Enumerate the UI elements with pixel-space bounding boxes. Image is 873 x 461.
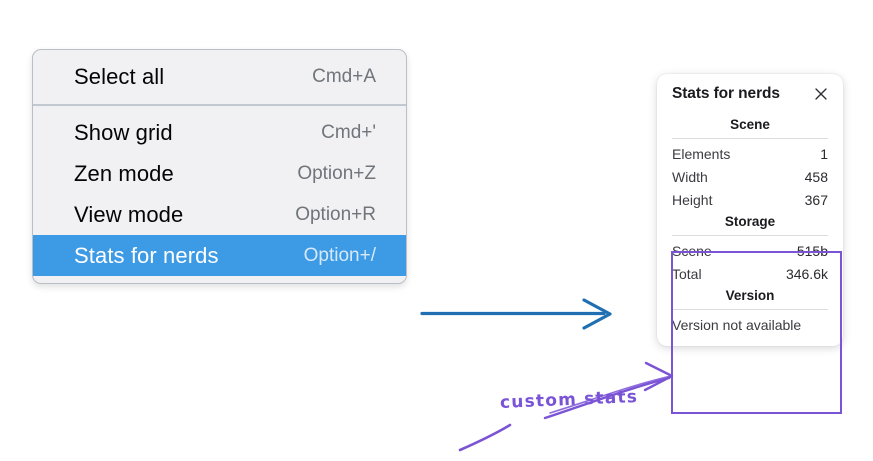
stat-label: Scene [672,242,712,259]
stat-label: Height [672,191,713,208]
panel-title: Stats for nerds [672,85,780,102]
group-title-scene: Scene [730,117,770,132]
group-divider [672,309,828,310]
stat-row: Scene 515b [672,239,828,262]
menu-item-shortcut: Option+R [295,203,376,225]
menu-item-label: Select all [74,63,165,89]
stat-label: Elements [672,145,731,162]
menu-item-stats-for-nerds[interactable]: Stats for nerds Option+/ [33,235,406,276]
context-menu-section: Show grid Cmd+' Zen mode Option+Z View m… [33,104,406,283]
stat-row: Width 458 [672,165,828,188]
menu-item-shortcut: Option+/ [303,244,376,266]
group-title-storage: Storage [724,214,776,229]
group-divider [672,235,828,236]
context-menu: Select all Cmd+A Show grid Cmd+' Zen mod… [32,49,407,284]
menu-item-view-mode[interactable]: View mode Option+R [33,194,406,235]
menu-item-shortcut: Cmd+A [312,65,376,87]
menu-item-shortcut: Cmd+' [321,121,376,143]
stat-row: Height 367 [672,188,828,211]
stat-value: 1 [820,145,828,162]
annotation-pointer-arrow-icon [458,361,674,452]
stats-for-nerds-panel: Stats for nerds Scene Elements 1 Width 4… [657,74,843,346]
stat-row: Elements 1 [672,142,828,165]
menu-item-zen-mode[interactable]: Zen mode Option+Z [33,153,406,194]
menu-item-show-grid[interactable]: Show grid Cmd+' [33,112,406,153]
flow-arrow-icon [420,298,612,330]
stat-label: Total [672,265,702,282]
panel-header: Stats for nerds [657,85,843,103]
menu-item-label: View mode [74,201,184,227]
menu-item-label: Stats for nerds [74,242,219,268]
menu-item-label: Show grid [74,119,173,145]
stat-value: 515b [796,242,828,259]
menu-item-shortcut: Option+Z [297,162,376,184]
group-divider [672,138,828,139]
stat-label: Width [672,168,708,185]
menu-item-label: Zen mode [74,160,174,186]
group-title-version: Version [725,288,775,303]
stat-row: Total 346.6k [672,262,828,285]
stats-body: Scene Elements 1 Width 458 Height 367 St… [657,114,843,335]
stat-value: 346.6k [785,265,828,282]
context-menu-section: Select all Cmd+A [33,50,406,104]
close-icon[interactable] [813,86,829,102]
menu-item-select-all[interactable]: Select all Cmd+A [33,56,406,97]
stat-value: 458 [804,168,828,185]
version-note: Version not available [672,317,802,333]
stat-value: 367 [804,191,828,208]
